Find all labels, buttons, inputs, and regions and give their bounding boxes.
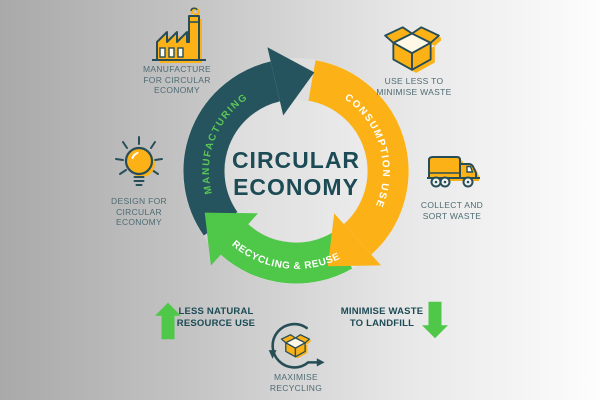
maximise-caption: MAXIMISE RECYCLING bbox=[269, 372, 323, 393]
recycling-arrowhead bbox=[204, 212, 258, 266]
minimise-landfill-label: MINIMISE WASTE TO LANDFILL bbox=[340, 306, 424, 329]
consumption-arc bbox=[307, 60, 409, 255]
lightbulb-icon bbox=[115, 136, 163, 186]
ring-inner-disc bbox=[225, 100, 367, 242]
down-arrow-icon bbox=[422, 301, 448, 339]
use-less-caption: USE LESS TO MINIMISE WASTE bbox=[376, 76, 452, 97]
consumption-arrowhead bbox=[327, 213, 381, 267]
manufacturing-arc bbox=[183, 61, 281, 236]
manufacturing-arrowhead bbox=[267, 47, 315, 116]
factory-icon bbox=[152, 7, 206, 63]
up-arrow-icon bbox=[155, 302, 181, 340]
less-resource-label: LESS NATURAL RESOURCE USE bbox=[176, 306, 256, 329]
manufacture-caption: MANUFACTURE FOR CIRCULAR ECONOMY bbox=[143, 64, 211, 95]
design-caption: DESIGN FOR CIRCULAR ECONOMY bbox=[111, 196, 167, 227]
collect-caption: COLLECT AND SORT WASTE bbox=[420, 200, 484, 221]
diagram-title: CIRCULAR ECONOMY bbox=[231, 147, 361, 200]
garbage-truck-icon bbox=[427, 156, 480, 188]
recycle-box-icon bbox=[268, 322, 325, 369]
open-box-icon bbox=[384, 26, 441, 73]
